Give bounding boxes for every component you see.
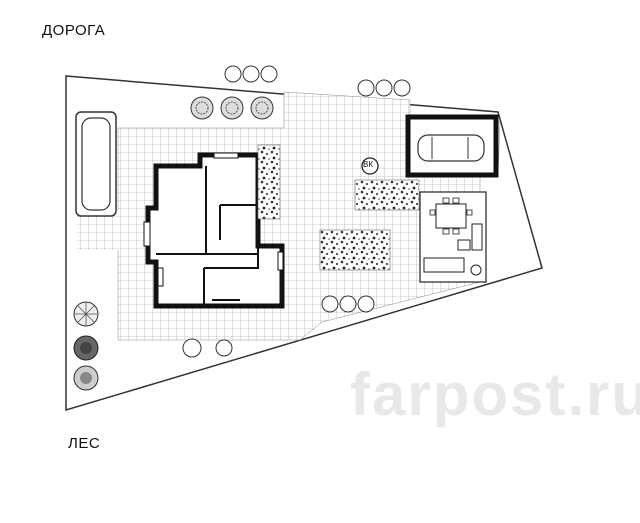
shrub-group [182,65,411,358]
well [361,157,379,175]
house [143,152,285,309]
garage [405,114,499,178]
gravel-bed [257,144,281,220]
tree [73,301,99,327]
gravel-bed [319,229,391,271]
tree [250,96,274,120]
road-label: ДОРОГА [42,22,106,39]
well-label: ВК [363,160,373,169]
forest-label: ЛЕС [68,435,101,452]
watermark: farpost.ru [350,361,640,428]
tree [73,335,99,361]
pool [75,111,117,217]
gazebo [419,191,487,283]
gravel-bed [354,179,420,211]
tree [73,365,99,391]
tree [220,96,244,120]
tree [190,96,214,120]
